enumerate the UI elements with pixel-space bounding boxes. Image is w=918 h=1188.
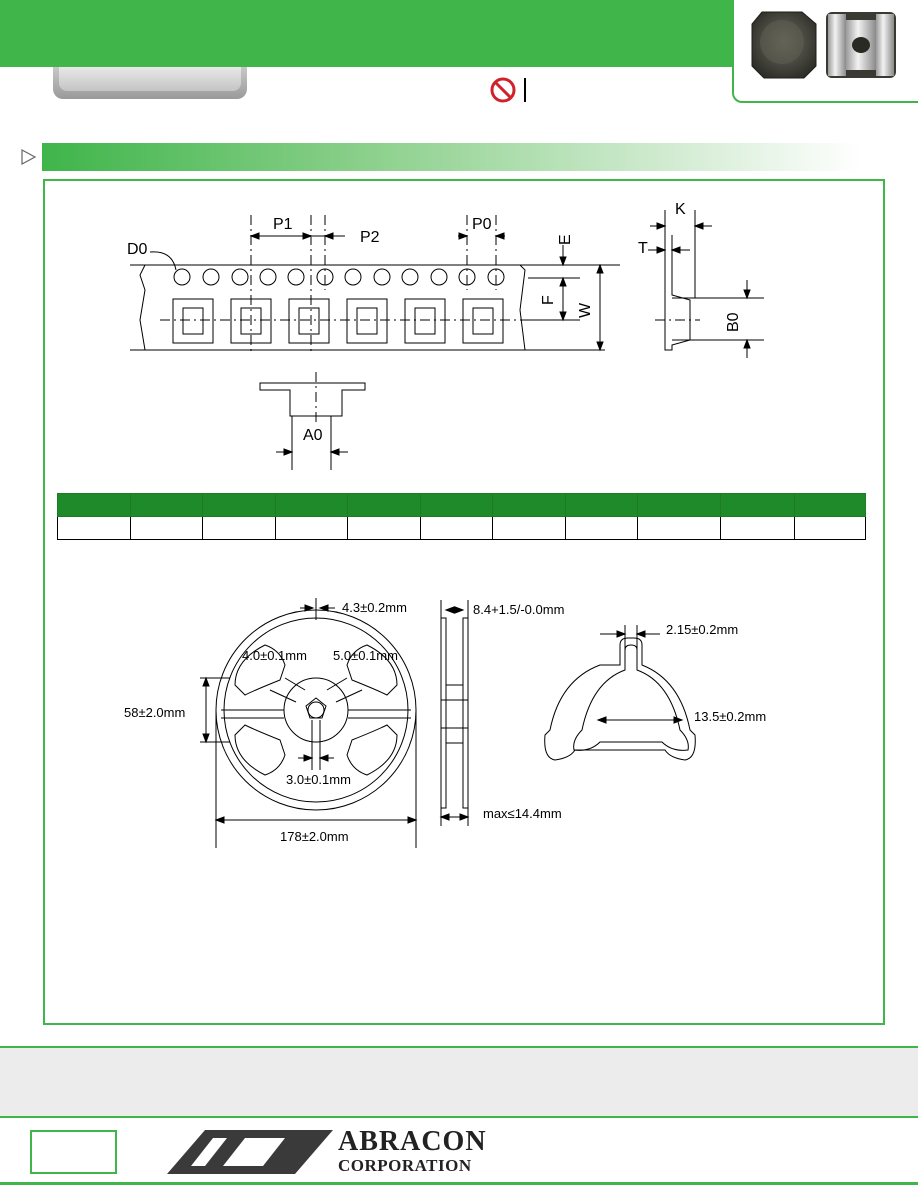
carrier-tape-drawing: D0 P1 P2 P0 E F W K T B0 A0 (127, 201, 764, 470)
bottom-rule (0, 1182, 918, 1185)
series-tab (53, 67, 247, 99)
dim-spoke-right: 5.0±0.1mm (333, 648, 398, 663)
abracon-logo-mark (167, 1130, 333, 1174)
dim-slot: 4.3±0.2mm (342, 600, 407, 615)
dim-outer: 178±2.0mm (280, 829, 349, 844)
dim-hub: 58±2.0mm (124, 705, 185, 720)
dim-bore: 13.5±0.2mm (694, 709, 766, 724)
no-symbol-icon (490, 77, 526, 103)
label-b0: B0 (725, 312, 742, 332)
label-w: W (577, 302, 594, 318)
table-header-row (57, 493, 866, 517)
table-row (57, 516, 866, 540)
product-photo (732, 0, 918, 103)
dim-width: 8.4+1.5/-0.0mm (473, 602, 564, 617)
label-f: F (540, 295, 557, 305)
tape-dimension-table (57, 493, 866, 540)
dim-center: 3.0±0.1mm (286, 772, 351, 787)
arrow-bullet-icon (21, 148, 37, 166)
logo-subtitle: CORPORATION (338, 1156, 472, 1175)
label-p1: P1 (273, 216, 293, 233)
footer-page-box (30, 1130, 117, 1174)
label-e: E (557, 234, 574, 245)
logo-wordmark: ABRACON (338, 1126, 487, 1157)
label-t: T (638, 240, 648, 257)
label-p2: P2 (360, 229, 380, 246)
label-d0: D0 (127, 241, 148, 258)
label-p0: P0 (472, 216, 492, 233)
section-header-bar (42, 143, 862, 171)
footer-band (0, 1046, 918, 1118)
dim-spoke-left: 4.0±0.1mm (242, 648, 307, 663)
header-band (0, 0, 758, 67)
content-frame (43, 179, 885, 1025)
inductor-photo (751, 11, 896, 79)
label-a0: A0 (303, 427, 323, 444)
dim-key: 2.15±0.2mm (666, 622, 738, 637)
reel-drawing: 4.3±0.2mm 4.0±0.1mm 5.0±0.1mm 58±2.0mm 3… (124, 598, 766, 848)
dim-max-width: max≤14.4mm (483, 806, 562, 821)
label-k: K (675, 201, 686, 218)
